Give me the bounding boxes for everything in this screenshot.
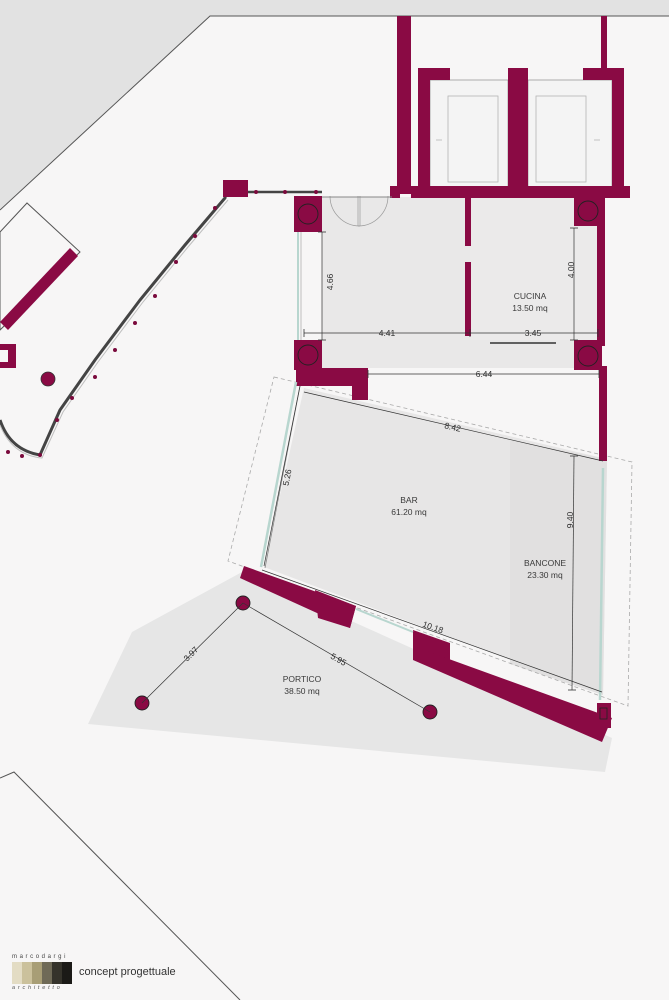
entrance-doors: [329, 195, 389, 227]
kitchen-floor: [470, 197, 598, 340]
dim-label: 5.26: [281, 468, 294, 486]
service-room-left: [429, 79, 509, 189]
left-building-wall: [0, 248, 78, 330]
dim-label: 4.41: [379, 328, 396, 338]
room-area-bar: 61.20 mq: [391, 507, 427, 517]
exterior-area: [0, 0, 669, 210]
service-room-right: [527, 79, 613, 189]
room-name-cucina: CUCINA: [514, 291, 547, 301]
logo-name: marcodargi: [12, 954, 69, 960]
dim-label: 6.44: [476, 369, 493, 379]
logo-subtitle: architetto: [12, 985, 63, 991]
entrance-floor: [322, 197, 470, 340]
room-name-bar: BAR: [400, 495, 417, 505]
site-outline: [0, 15, 669, 211]
service-room-frames: [436, 95, 600, 183]
dim-label: 3.45: [525, 328, 542, 338]
lower-site-outline: [0, 771, 241, 1000]
canopy-outline: [227, 376, 633, 707]
south-glazing: [355, 608, 414, 633]
bar-west-glazing: [259, 381, 298, 568]
logo-swatch: [32, 962, 42, 984]
room-name-portico: PORTICO: [283, 674, 322, 684]
room-name-bancone: BANCONE: [524, 558, 566, 568]
logo-tagline: concept progettuale: [79, 966, 176, 978]
bancone-floor: [510, 440, 607, 695]
logo-swatch: [12, 962, 22, 984]
facade-corner-pier: [223, 180, 248, 197]
logo-swatch: [22, 962, 32, 984]
left-building-outline: [0, 202, 81, 331]
room-area-bancone: 23.30 mq: [527, 570, 563, 580]
structural-columns: [297, 200, 599, 367]
corner-column-socket: [599, 707, 608, 720]
corridor-floor: [322, 340, 598, 368]
dimension-ticks: [303, 227, 600, 691]
glazing-mullion: [283, 190, 287, 194]
logo-swatch: [42, 962, 52, 984]
portico-floor: [88, 572, 612, 772]
bar-east-glazing: [598, 467, 605, 701]
glazing-mullion: [254, 190, 258, 194]
room-area-portico: 38.50 mq: [284, 686, 320, 696]
dim-label: 4.66: [325, 273, 335, 290]
architect-logo: marcodargi architetto concept progettual…: [12, 954, 212, 994]
walls: [240, 16, 630, 742]
curved-glass-facade: [0, 191, 228, 457]
logo-swatch: [52, 962, 62, 984]
dim-label: 9.40: [565, 511, 575, 528]
glazing-mullion: [314, 190, 318, 194]
room-area-cucina: 13.50 mq: [512, 303, 548, 313]
dimension-lines: [141, 228, 604, 713]
dim-label: 8.42: [443, 420, 462, 434]
logo-swatch: [62, 962, 72, 984]
facade-mullions: [6, 206, 217, 458]
left-column: [40, 371, 56, 387]
left-wall-stub-inner: [0, 350, 8, 362]
curved-glass-facade-inner: [0, 199, 229, 459]
dim-label: 4.00: [566, 261, 576, 278]
